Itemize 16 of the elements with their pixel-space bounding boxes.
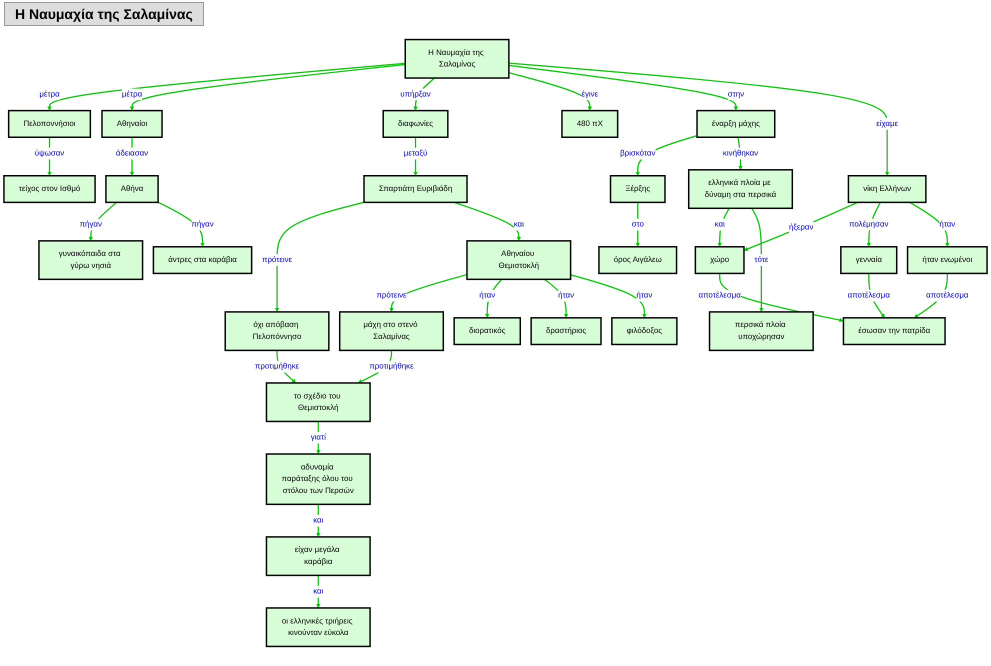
- arrow: [508, 64, 738, 111]
- arrow: [636, 202, 640, 247]
- arrow: [47, 62, 406, 111]
- diagram-title: Η Ναυμαχία της Σαλαμίνας: [4, 2, 204, 26]
- arrow: [909, 202, 950, 247]
- arrow: [274, 202, 364, 312]
- arrow: [158, 202, 205, 247]
- arrow: [544, 278, 568, 318]
- arrow: [316, 421, 320, 454]
- arrow: [570, 274, 647, 318]
- arrow: [751, 208, 764, 312]
- arrow: [454, 202, 521, 242]
- arrow: [88, 202, 117, 242]
- arrow: [744, 202, 858, 251]
- arrow: [130, 64, 406, 111]
- arrow: [508, 72, 592, 111]
